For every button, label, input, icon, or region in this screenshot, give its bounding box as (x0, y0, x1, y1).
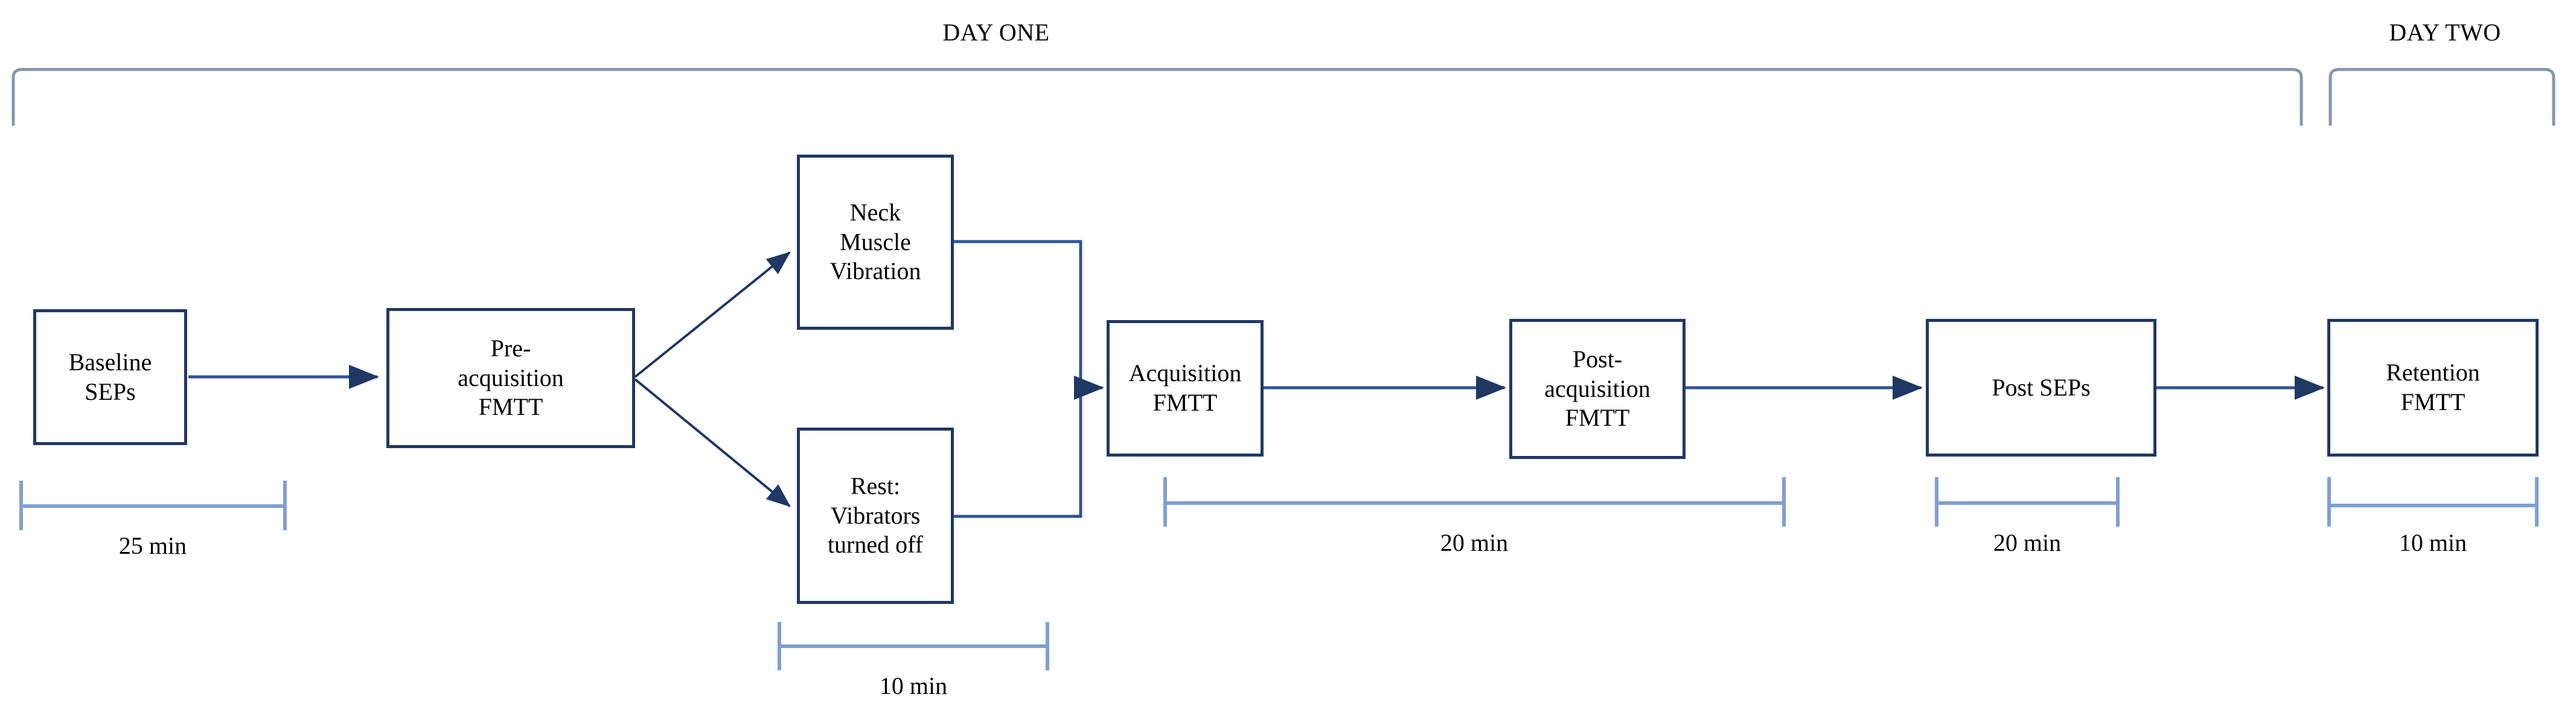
duration-label-10min-retention-text: 10 min (2399, 529, 2467, 556)
duration-label-20min-acquisition: 20 min (1323, 528, 1625, 557)
ruler-20min-post-seps (1935, 477, 2120, 527)
node-acquisition-fmtt[interactable]: Acquisition FMTT (1107, 320, 1264, 457)
duration-label-10min-branch-text: 10 min (879, 672, 948, 699)
node-neck-muscle-vibration-label: Neck Muscle Vibration (829, 198, 921, 285)
day-two-bracket (2328, 68, 2555, 126)
node-post-seps[interactable]: Post SEPs (1926, 319, 2156, 457)
node-rest-vibrators-off[interactable]: Rest: Vibrators turned off (797, 428, 954, 604)
node-pre-acquisition-fmtt-label: Pre- acquisition FMTT (458, 334, 564, 421)
duration-label-10min-branch: 10 min (762, 672, 1064, 700)
ruler-25min (19, 481, 287, 530)
node-baseline-seps[interactable]: Baseline SEPs (33, 309, 187, 445)
duration-label-10min-retention: 10 min (2282, 528, 2576, 557)
ruler-10min-branch (778, 622, 1049, 670)
node-post-acquisition-fmtt-label: Post- acquisition FMTT (1544, 345, 1651, 432)
node-retention-fmtt[interactable]: Retention FMTT (2327, 319, 2539, 457)
arrow-pre-to-rest (634, 378, 791, 507)
arrow-pre-to-neck-vibration (634, 251, 791, 378)
node-post-seps-label: Post SEPs (1992, 373, 2091, 401)
node-baseline-seps-label: Baseline SEPs (68, 348, 152, 405)
phase-label-day-two: DAY TWO (2294, 18, 2576, 47)
phase-label-day-one-text: DAY ONE (942, 19, 1050, 46)
phase-label-day-one: DAY ONE (845, 18, 1147, 47)
duration-label-25min-text: 25 min (118, 532, 187, 559)
node-post-acquisition-fmtt[interactable]: Post- acquisition FMTT (1509, 319, 1686, 459)
node-retention-fmtt-label: Retention FMTT (2386, 359, 2480, 416)
ruler-10min-retention (2327, 477, 2539, 527)
phase-label-day-two-text: DAY TWO (2389, 19, 2501, 46)
node-neck-muscle-vibration[interactable]: Neck Muscle Vibration (797, 155, 954, 330)
node-pre-acquisition-fmtt[interactable]: Pre- acquisition FMTT (386, 308, 635, 448)
merge-connector (954, 240, 1100, 518)
duration-label-20min-post-seps-text: 20 min (1993, 529, 2062, 556)
node-rest-vibrators-off-label: Rest: Vibrators turned off (827, 472, 924, 559)
duration-label-20min-acquisition-text: 20 min (1440, 529, 1509, 556)
ruler-20min-acquisition (1163, 477, 1786, 527)
day-one-bracket (11, 68, 2303, 126)
node-acquisition-fmtt-label: Acquisition FMTT (1128, 359, 1242, 416)
duration-label-20min-post-seps: 20 min (1876, 528, 2178, 557)
duration-label-25min: 25 min (2, 531, 304, 560)
